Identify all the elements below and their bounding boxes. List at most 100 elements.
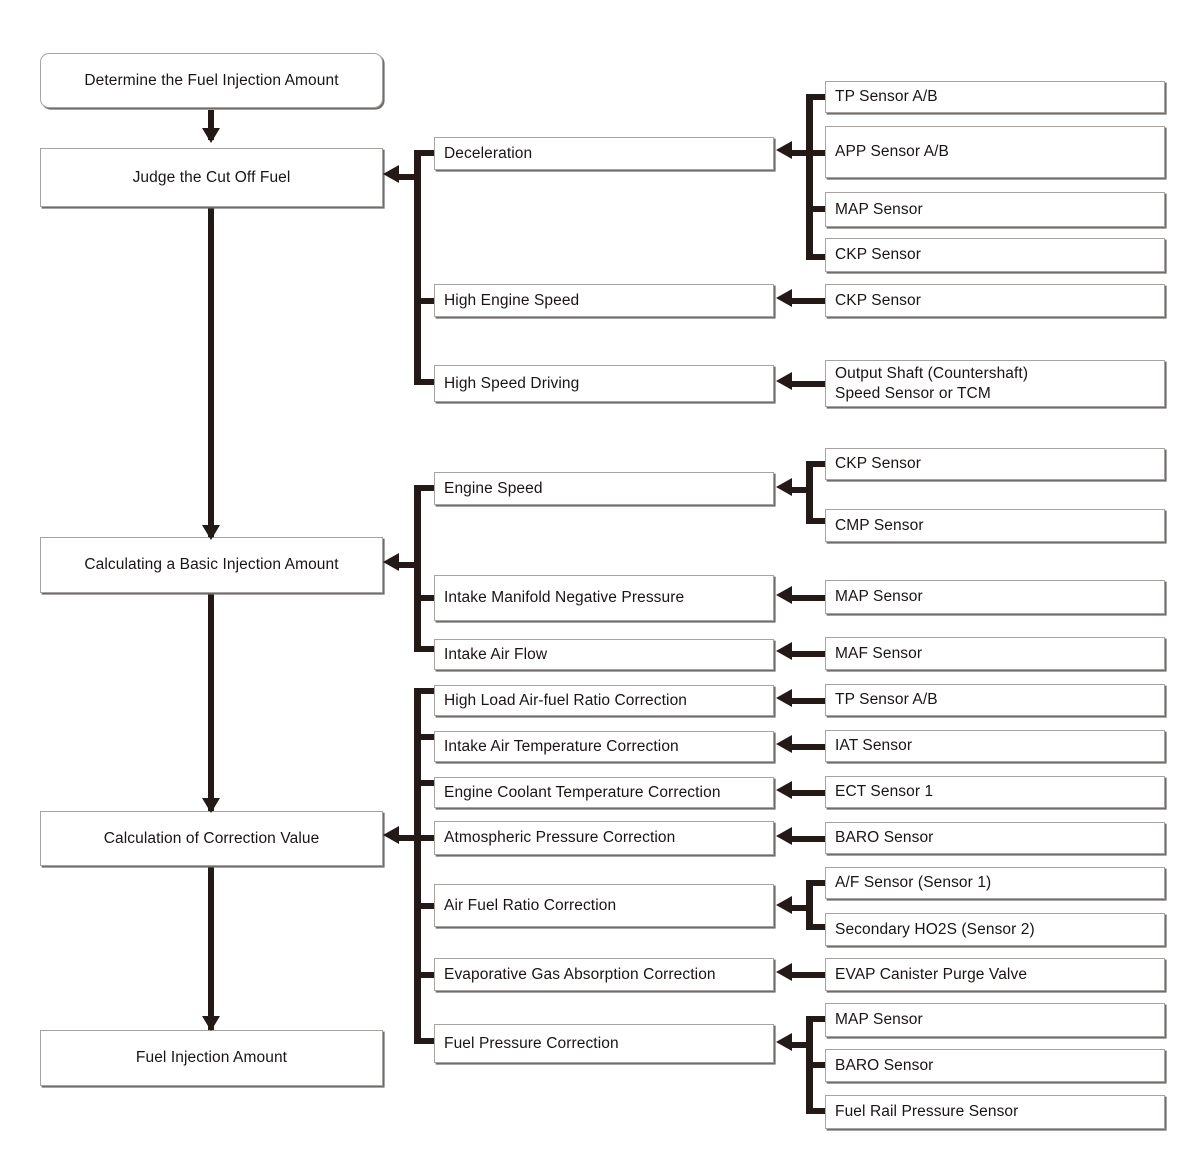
condition-intake-air-flow[interactable]: Intake Air Flow xyxy=(434,639,774,670)
sensor-cmp-sensor[interactable]: CMP Sensor xyxy=(825,509,1165,542)
sensor-map-sensor-deceleration[interactable]: MAP Sensor xyxy=(825,192,1165,227)
bracket-stub-ckp-sensor-decel xyxy=(806,254,831,260)
process-calculation-of-correction-value[interactable]: Calculation of Correction Value xyxy=(40,811,383,866)
sensor-map-sensor-intake-manifold[interactable]: MAP Sensor xyxy=(825,580,1165,614)
condition-label: Intake Manifold Negative Pressure xyxy=(444,589,685,607)
sensor-label: IAT Sensor xyxy=(835,737,913,755)
condition-fuel-pressure-correction[interactable]: Fuel Pressure Correction xyxy=(434,1024,774,1063)
condition-engine-speed[interactable]: Engine Speed xyxy=(434,472,774,505)
sensor-label: BARO Sensor xyxy=(835,1056,934,1074)
process-label: Judge the Cut Off Fuel xyxy=(132,168,291,186)
process-fuel-injection-amount[interactable]: Fuel Injection Amount xyxy=(40,1030,383,1086)
bracket-stub-af-sensor-1 xyxy=(806,880,831,886)
bracket-stub-engine-speed xyxy=(414,485,439,491)
connector-basic-group-to-process xyxy=(395,562,420,568)
sensor-label: EVAP Canister Purge Valve xyxy=(835,965,1028,983)
bracket-stub-secondary-ho2s xyxy=(806,924,831,930)
sensor-fuel-rail-pressure-sensor[interactable]: Fuel Rail Pressure Sensor xyxy=(825,1095,1165,1129)
bracket-stub-cmp-sensor xyxy=(806,518,831,524)
condition-deceleration[interactable]: Deceleration xyxy=(434,137,774,170)
sensor-evap-canister-purge-valve[interactable]: EVAP Canister Purge Valve xyxy=(825,958,1165,991)
arrowhead-high-speed-driving-sensor xyxy=(776,372,792,390)
arrowhead-basic-to-correction xyxy=(202,798,220,813)
bracket-stub-intake-air-temp xyxy=(414,734,439,740)
connector-basic-to-correction xyxy=(208,594,214,814)
sensor-label: Fuel Rail Pressure Sensor xyxy=(835,1103,1019,1121)
sensor-label: APP Sensor A/B xyxy=(835,143,949,161)
arrowhead-ect-sensor xyxy=(776,781,792,799)
process-label: Calculating a Basic Injection Amount xyxy=(84,556,339,574)
bracket-stub-app-sensor xyxy=(806,150,831,156)
arrowhead-deceleration-sensors xyxy=(776,141,792,159)
arrowhead-high-engine-speed-sensor xyxy=(776,289,792,307)
condition-atmospheric-pressure-correction[interactable]: Atmospheric Pressure Correction xyxy=(434,821,774,855)
process-calculating-basic-injection-amount[interactable]: Calculating a Basic Injection Amount xyxy=(40,537,383,593)
condition-label: Deceleration xyxy=(444,144,533,162)
bracket-stub-map-sensor-decel xyxy=(806,206,831,212)
condition-air-fuel-ratio-correction[interactable]: Air Fuel Ratio Correction xyxy=(434,884,774,927)
condition-label: High Speed Driving xyxy=(444,374,580,392)
sensor-ect-sensor-1[interactable]: ECT Sensor 1 xyxy=(825,776,1165,808)
process-determine-fuel-injection-amount[interactable]: Determine the Fuel Injection Amount xyxy=(40,53,383,108)
sensor-label: TP Sensor A/B xyxy=(835,691,938,709)
bracket-spine-basic xyxy=(414,485,421,652)
process-label: Fuel Injection Amount xyxy=(135,1049,288,1067)
sensor-map-sensor-fuel-pressure[interactable]: MAP Sensor xyxy=(825,1003,1165,1037)
sensor-label: Output Shaft (Countershaft) Speed Sensor… xyxy=(835,364,1029,402)
arrowhead-engine-speed-sensors xyxy=(776,478,792,496)
condition-engine-coolant-temperature-correction[interactable]: Engine Coolant Temperature Correction xyxy=(434,777,774,808)
sensor-baro-sensor-atmospheric[interactable]: BARO Sensor xyxy=(825,822,1165,854)
condition-high-engine-speed[interactable]: High Engine Speed xyxy=(434,284,774,317)
connector-correction-group-to-process xyxy=(395,835,420,841)
condition-intake-manifold-negative-pressure[interactable]: Intake Manifold Negative Pressure xyxy=(434,575,774,621)
sensor-ckp-sensor-deceleration[interactable]: CKP Sensor xyxy=(825,238,1165,272)
connector-deceleration-sensors xyxy=(790,150,812,156)
bracket-stub-high-speed-driving xyxy=(414,379,439,385)
bracket-stub-map-sensor-fuel-pressure xyxy=(806,1016,831,1022)
bracket-stub-engine-coolant-temp xyxy=(414,780,439,786)
bracket-stub-air-fuel-ratio xyxy=(414,903,439,909)
condition-label: Fuel Pressure Correction xyxy=(444,1034,619,1052)
bracket-stub-fuel-rail-pressure-sensor xyxy=(806,1108,831,1114)
sensor-maf-sensor[interactable]: MAF Sensor xyxy=(825,637,1165,670)
process-judge-cut-off-fuel[interactable]: Judge the Cut Off Fuel xyxy=(40,148,383,207)
connector-high-load-af-sensor xyxy=(790,698,825,704)
bracket-spine-deceleration-sensors xyxy=(806,94,813,260)
condition-intake-air-temperature-correction[interactable]: Intake Air Temperature Correction xyxy=(434,731,774,762)
condition-high-load-air-fuel-ratio-correction[interactable]: High Load Air-fuel Ratio Correction xyxy=(434,685,774,716)
sensor-output-shaft-speed-sensor-or-tcm[interactable]: Output Shaft (Countershaft) Speed Sensor… xyxy=(825,360,1165,407)
condition-label: Evaporative Gas Absorption Correction xyxy=(444,965,716,983)
sensor-tp-sensor-ab-deceleration[interactable]: TP Sensor A/B xyxy=(825,81,1165,113)
condition-label: Intake Air Flow xyxy=(444,645,548,663)
sensor-app-sensor-ab[interactable]: APP Sensor A/B xyxy=(825,126,1165,178)
connector-baro-sensor-atmospheric xyxy=(790,836,825,842)
connector-correction-to-final xyxy=(208,867,214,1032)
sensor-tp-sensor-ab-high-load[interactable]: TP Sensor A/B xyxy=(825,684,1165,716)
sensor-label: CKP Sensor xyxy=(835,291,922,309)
bracket-stub-fuel-pressure xyxy=(414,1038,439,1044)
condition-high-speed-driving[interactable]: High Speed Driving xyxy=(434,365,774,402)
bracket-stub-intake-manifold xyxy=(414,595,439,601)
condition-label: High Engine Speed xyxy=(444,291,580,309)
sensor-label: TP Sensor A/B xyxy=(835,88,938,106)
bracket-stub-deceleration xyxy=(414,150,439,156)
arrowhead-correction-to-final xyxy=(202,1016,220,1031)
sensor-label: ECT Sensor 1 xyxy=(835,783,934,801)
sensor-baro-sensor-fuel-pressure[interactable]: BARO Sensor xyxy=(825,1049,1165,1082)
sensor-af-sensor-1[interactable]: A/F Sensor (Sensor 1) xyxy=(825,867,1165,899)
bracket-spine-cutoff xyxy=(414,150,421,385)
connector-high-speed-driving-sensor xyxy=(790,381,825,387)
connector-intake-manifold-sensor xyxy=(790,595,825,601)
sensor-label: MAP Sensor xyxy=(835,588,923,606)
condition-evaporative-gas-absorption-correction[interactable]: Evaporative Gas Absorption Correction xyxy=(434,958,774,991)
condition-label: Air Fuel Ratio Correction xyxy=(444,896,617,914)
arrowhead-high-load-af-sensor xyxy=(776,689,792,707)
sensor-ckp-sensor-engine-speed[interactable]: CKP Sensor xyxy=(825,448,1165,480)
sensor-secondary-ho2s-sensor-2[interactable]: Secondary HO2S (Sensor 2) xyxy=(825,913,1165,946)
sensor-label: CMP Sensor xyxy=(835,516,924,534)
sensor-iat-sensor[interactable]: IAT Sensor xyxy=(825,730,1165,762)
condition-label: Engine Speed xyxy=(444,479,543,497)
connector-high-engine-speed-sensor xyxy=(790,298,825,304)
sensor-ckp-sensor-high-engine-speed[interactable]: CKP Sensor xyxy=(825,284,1165,317)
